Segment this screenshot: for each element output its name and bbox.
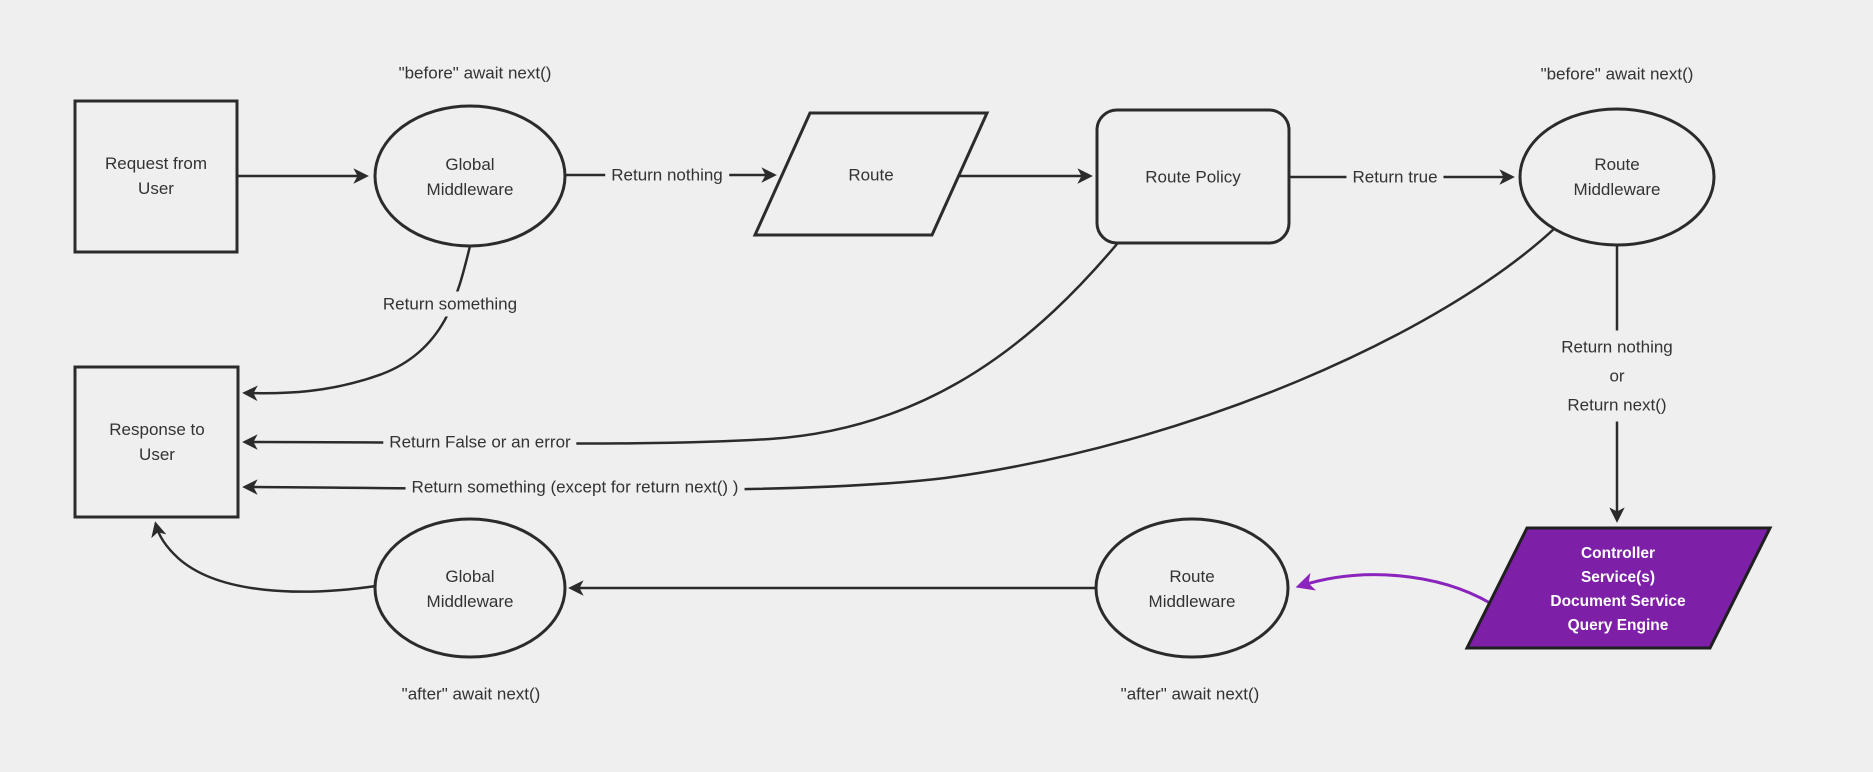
edge-controller-to-route-middleware-purple — [1295, 572, 1491, 605]
edge-return-something-except-to-response — [242, 227, 1556, 495]
edge-return-false-to-response — [242, 243, 1118, 450]
edge-global-middleware-to-response — [151, 521, 377, 593]
route-middleware-bottom-node — [1094, 517, 1290, 659]
route-middleware-top-node — [1518, 107, 1716, 247]
edge-return-something-to-response — [242, 245, 472, 402]
response-to-user-node — [73, 365, 240, 519]
controller-services-node — [1464, 526, 1773, 650]
global-middleware-bottom-node — [373, 517, 567, 659]
route-node — [752, 111, 990, 237]
route-policy-node — [1095, 108, 1291, 245]
request-from-user-node — [73, 99, 239, 254]
global-middleware-top-node — [373, 104, 567, 248]
